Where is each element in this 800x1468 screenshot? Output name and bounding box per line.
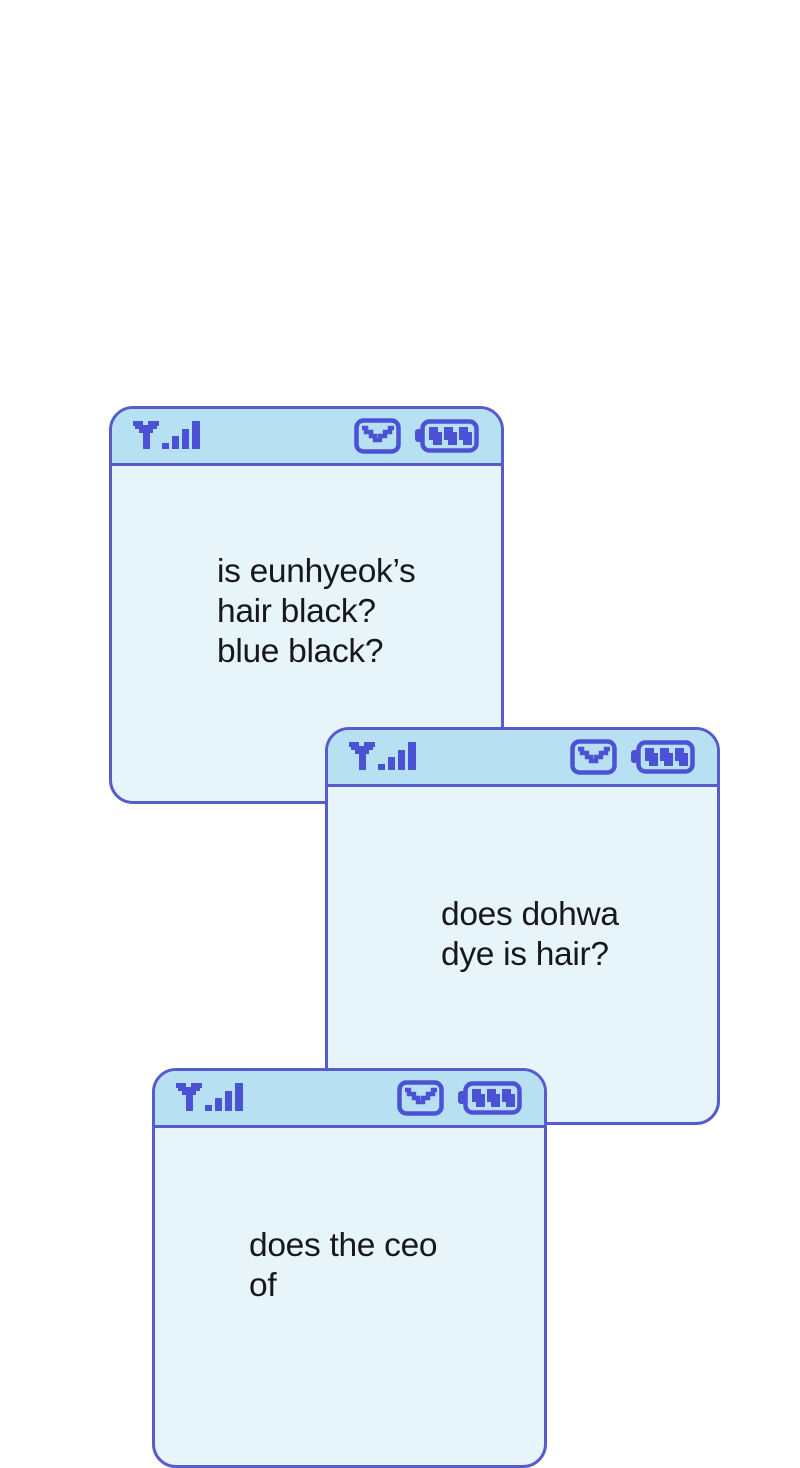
phone-status-bar [112, 409, 501, 466]
message-line: is eunhyeok’s [217, 553, 416, 590]
message-envelope-icon [354, 418, 401, 454]
signal-strength-icon [132, 421, 202, 451]
message-line: dye is hair? [441, 936, 609, 973]
message-text: is eunhyeok’s hair black? blue black? [112, 466, 501, 672]
battery-level-icon [458, 1081, 522, 1115]
signal-strength-icon [175, 1083, 245, 1113]
signal-strength-icon [348, 742, 418, 772]
message-line: blue black? [217, 633, 384, 670]
message-line: of [249, 1267, 277, 1304]
message-envelope-icon [570, 739, 617, 775]
message-line: hair black? [217, 593, 376, 630]
message-envelope-icon [397, 1080, 444, 1116]
phone-window-2: does dohwa dye is hair? [325, 727, 720, 1125]
message-line: does dohwa [441, 896, 619, 933]
message-text: does the ceo of [155, 1128, 544, 1306]
battery-level-icon [415, 419, 479, 453]
message-line: does the ceo [249, 1227, 438, 1264]
phone-window-3: does the ceo of [152, 1068, 547, 1468]
phone-status-bar [155, 1071, 544, 1128]
phone-status-bar [328, 730, 717, 787]
battery-level-icon [631, 740, 695, 774]
phone-window-1: is eunhyeok’s hair black? blue black? [109, 406, 504, 804]
message-text: does dohwa dye is hair? [328, 787, 717, 975]
